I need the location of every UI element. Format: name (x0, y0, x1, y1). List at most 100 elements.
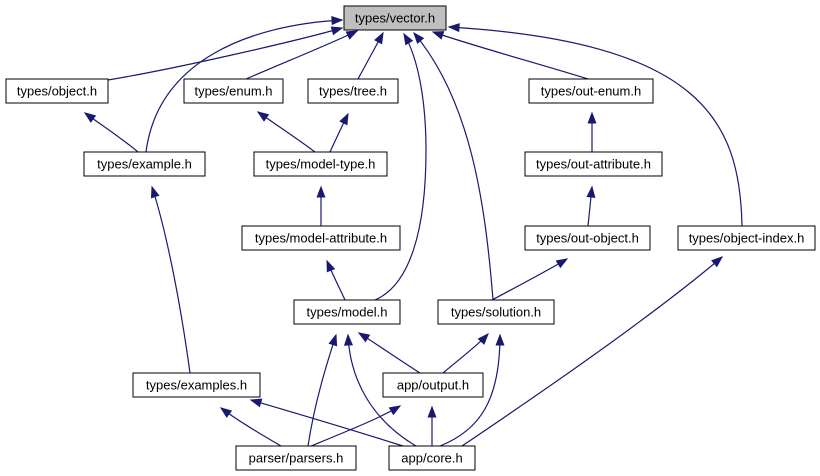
edge-core-to-object-index (461, 256, 724, 447)
node-solution[interactable]: types/solution.h (437, 299, 555, 325)
edge-line (461, 256, 723, 447)
node-label: app/core.h (401, 451, 462, 466)
edge-out-attribute-to-out-enum (587, 111, 597, 152)
edge-parsers-to-model (307, 333, 338, 447)
edge-core-to-solution (439, 333, 505, 447)
arrowhead-icon (343, 333, 353, 346)
node-box (5, 78, 109, 104)
arrowhead-icon (219, 407, 233, 418)
node-out-object[interactable]: types/out-object.h (524, 225, 651, 251)
arrowhead-icon (586, 185, 596, 198)
edge-core-to-model (343, 333, 417, 447)
node-box (83, 151, 206, 177)
edge-output-to-model (357, 332, 421, 374)
node-out-attribute[interactable]: types/out-attribute.h (524, 151, 663, 177)
node-label: types/out-attribute.h (536, 157, 651, 172)
arrowhead-icon (316, 185, 326, 198)
edge-out-enum-to-vector (431, 31, 589, 80)
edges-layer (83, 16, 743, 447)
node-box (132, 372, 261, 398)
arrowhead-icon (249, 398, 263, 408)
node-box (293, 299, 401, 325)
edge-examples-to-example (150, 185, 191, 374)
arrowhead-icon (427, 405, 437, 418)
edge-line (491, 258, 568, 301)
node-box (253, 151, 388, 177)
node-label: types/model.h (307, 305, 388, 320)
arrowhead-icon (477, 332, 489, 345)
arrowhead-icon (587, 111, 597, 124)
edge-line (107, 27, 343, 81)
node-box (241, 225, 401, 251)
node-box (235, 445, 357, 471)
node-box (524, 225, 651, 251)
node-label: types/solution.h (451, 305, 541, 320)
arrowhead-icon (403, 32, 414, 46)
arrowhead-icon (345, 30, 359, 40)
node-model-type[interactable]: types/model-type.h (253, 151, 388, 177)
node-label: types/out-object.h (536, 231, 639, 246)
arrowhead-icon (330, 26, 344, 36)
edge-line (358, 332, 421, 374)
edge-line (448, 26, 743, 227)
arrowhead-icon (388, 405, 402, 416)
node-label: types/enum.h (194, 84, 272, 99)
node-tree[interactable]: types/tree.h (307, 78, 399, 104)
node-vector: types/vector.h (343, 5, 447, 31)
node-example[interactable]: types/example.h (83, 151, 206, 177)
node-model-attribute[interactable]: types/model-attribute.h (241, 225, 401, 251)
edge-model-type-to-enum (256, 111, 316, 153)
node-box (382, 372, 484, 398)
edge-line (151, 186, 191, 374)
node-object-index[interactable]: types/object-index.h (677, 225, 816, 251)
arrowhead-icon (711, 256, 724, 268)
arrowhead-icon (331, 16, 344, 26)
node-label: app/output.h (397, 378, 469, 393)
edge-object-to-vector (107, 26, 344, 81)
edge-model-to-vector (374, 32, 427, 301)
node-box (524, 151, 663, 177)
node-parsers[interactable]: parser/parsers.h (235, 445, 357, 471)
arrowhead-icon (431, 31, 445, 40)
node-out-enum[interactable]: types/out-enum.h (528, 78, 654, 104)
node-label: types/vector.h (355, 11, 435, 26)
edge-output-to-solution (442, 332, 489, 374)
edge-line (250, 399, 404, 447)
edge-line (220, 407, 282, 447)
edge-model-type-to-tree (329, 112, 349, 153)
edge-enum-to-vector (245, 30, 359, 80)
edge-core-to-examples (249, 398, 404, 447)
node-core[interactable]: app/core.h (388, 445, 476, 471)
node-label: types/examples.h (146, 378, 247, 393)
arrowhead-icon (150, 185, 160, 199)
edge-line (307, 334, 337, 447)
node-box (437, 299, 555, 325)
edge-line (432, 31, 589, 80)
node-label: types/example.h (97, 157, 192, 172)
edge-line (145, 19, 343, 153)
node-label: types/object-index.h (689, 231, 805, 246)
edge-model-attribute-to-model-type (316, 185, 326, 226)
node-output[interactable]: app/output.h (382, 372, 484, 398)
arrowhead-icon (326, 259, 336, 273)
edge-core-to-output (427, 405, 437, 446)
node-label: types/out-enum.h (541, 84, 641, 99)
node-model[interactable]: types/model.h (293, 299, 401, 325)
node-label: types/tree.h (319, 84, 387, 99)
edge-line (347, 334, 417, 447)
edge-object-index-to-vector (447, 23, 743, 227)
edge-line (310, 405, 401, 447)
node-box (183, 78, 284, 104)
edge-tree-to-vector (357, 31, 384, 80)
edge-line (439, 334, 501, 447)
node-box (677, 225, 816, 251)
node-label: types/object.h (17, 84, 97, 99)
node-object[interactable]: types/object.h (5, 78, 109, 104)
node-examples[interactable]: types/examples.h (132, 372, 261, 398)
node-enum[interactable]: types/enum.h (183, 78, 284, 104)
edge-parsers-to-output (310, 405, 402, 447)
arrowhead-icon (374, 31, 384, 45)
nodes-layer: types/vector.h types/object.h types/enum.h… (5, 5, 816, 471)
node-box (343, 5, 447, 31)
